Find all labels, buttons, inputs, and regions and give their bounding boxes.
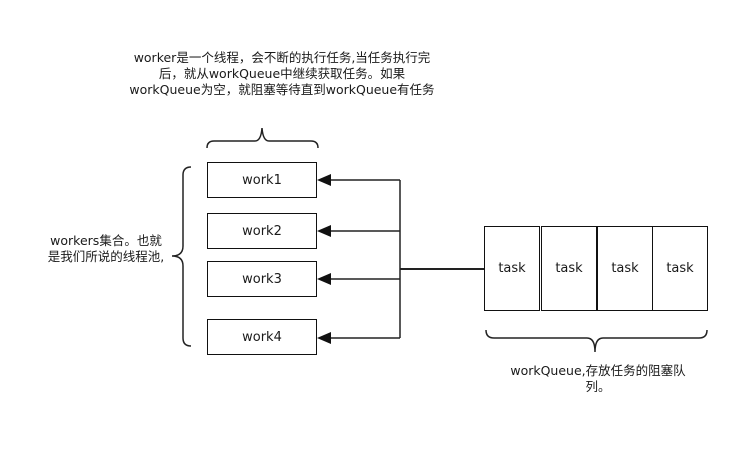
workers-left-brace: [171, 166, 192, 347]
arrow-to-work1: [317, 174, 400, 186]
worker-box-3: work3: [207, 261, 317, 297]
queue-description: workQueue,存放任务的阻塞队列。: [510, 363, 686, 394]
worker-box-2: work2: [207, 213, 317, 249]
workers-description: workers集合。也就是我们所说的线程池,: [47, 233, 165, 264]
workers-top-brace: [206, 127, 319, 149]
arrow-to-work2: [317, 225, 400, 237]
arrow-to-work3: [317, 273, 400, 285]
queue-bottom-brace: [485, 329, 708, 353]
task-box-4: task: [652, 226, 708, 311]
arrow-to-work4: [317, 332, 400, 344]
worker-box-1: work1: [207, 162, 317, 198]
worker-box-4: work4: [207, 319, 317, 355]
task-box-2: task: [541, 226, 597, 311]
task-box-3: task: [597, 226, 653, 311]
worker-description: worker是一个线程，会不断的执行任务,当任务执行完后，就从workQueue…: [129, 50, 435, 97]
task-box-1: task: [484, 226, 540, 311]
